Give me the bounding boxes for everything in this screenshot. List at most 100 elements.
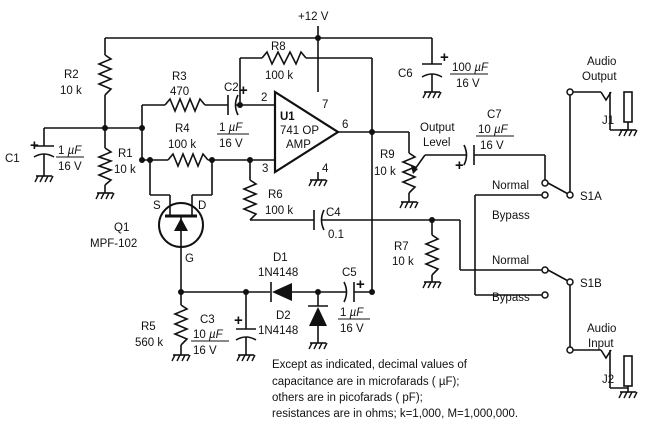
u1-pin4: 4 bbox=[322, 163, 329, 175]
svg-text:100 µF: 100 µF bbox=[452, 62, 489, 74]
wires bbox=[43, 26, 629, 392]
diode-d2-body bbox=[309, 307, 327, 326]
junction-dot bbox=[139, 125, 145, 131]
junctions bbox=[102, 35, 435, 295]
q1-name: Q1 bbox=[114, 222, 129, 234]
c5-value: 1 µF 16 V bbox=[338, 307, 370, 335]
c7-name: C7 bbox=[487, 109, 502, 121]
c3-value: 10 µF 16 V bbox=[191, 329, 229, 357]
r4-value: 100 k bbox=[168, 139, 196, 151]
resistor-r3 bbox=[164, 96, 206, 114]
junction-dot bbox=[102, 125, 108, 131]
ground-symbol bbox=[34, 175, 54, 183]
r4-name: R4 bbox=[175, 123, 190, 135]
note-line-1: Except as indicated, decimal values of bbox=[272, 359, 468, 371]
c3-name: C3 bbox=[200, 314, 215, 326]
u1-name: U1 bbox=[280, 111, 295, 123]
c5-v2: 16 V bbox=[340, 323, 364, 335]
u1-pin3: 3 bbox=[262, 163, 268, 175]
junction-dot bbox=[237, 102, 243, 108]
r5-name: R5 bbox=[141, 321, 156, 333]
ground-symbol bbox=[618, 391, 638, 399]
c6-value: 100 µF 16 V bbox=[450, 62, 489, 90]
r7-name: R7 bbox=[394, 241, 409, 253]
u1-type-line1: 741 OP bbox=[280, 125, 319, 137]
r1-name: R1 bbox=[118, 148, 133, 160]
c7-v2: 16 V bbox=[480, 140, 504, 152]
resistor-r6 bbox=[241, 179, 259, 221]
ground-symbol bbox=[618, 129, 638, 137]
jack-j2 bbox=[566, 346, 633, 388]
q1-model: MPF-102 bbox=[90, 238, 137, 250]
ground-symbol bbox=[308, 179, 328, 187]
j2-sleeve bbox=[623, 355, 633, 387]
diodes bbox=[270, 282, 328, 326]
c5-polarity: + bbox=[356, 276, 365, 293]
s1b-bypass-label: Bypass bbox=[492, 292, 530, 304]
c7-plate-left bbox=[463, 144, 468, 166]
c3-plate-bottom bbox=[235, 336, 257, 341]
c2-plate-right bbox=[234, 94, 239, 116]
polarity-marks: + + + + + + bbox=[30, 49, 464, 329]
ground-symbol bbox=[399, 201, 419, 209]
c7-polarity: + bbox=[455, 157, 464, 174]
c3-v1: 10 bbox=[193, 329, 206, 341]
j2-label1: Audio bbox=[587, 323, 616, 335]
wire bbox=[547, 182, 571, 196]
c6-unit: µF bbox=[474, 62, 489, 74]
r6-name: R6 bbox=[268, 189, 283, 201]
s1a-pole bbox=[566, 191, 574, 199]
junction-dot bbox=[369, 129, 375, 135]
j2-terminal bbox=[566, 346, 574, 354]
c4-name: C4 bbox=[326, 207, 341, 219]
r9-wiper-arrow bbox=[411, 166, 418, 174]
resistor-r5 bbox=[172, 304, 190, 346]
c6-plate-bottom bbox=[421, 73, 443, 78]
c6-v1: 100 bbox=[452, 62, 471, 74]
c6-v2: 16 V bbox=[456, 78, 480, 90]
opamp-u1: U1 741 OP AMP 2 3 4 6 7 bbox=[261, 89, 348, 175]
c4-value: 0.1 bbox=[328, 229, 344, 241]
resistors bbox=[96, 50, 441, 346]
c5-plate-left bbox=[343, 281, 348, 303]
junction-dot bbox=[147, 157, 153, 163]
c7-unit: µF bbox=[494, 124, 509, 136]
r3-name: R3 bbox=[172, 71, 187, 83]
j1-terminal bbox=[566, 88, 574, 96]
r5-value: 560 k bbox=[135, 337, 163, 349]
r8-value: 100 k bbox=[265, 70, 293, 82]
c5-v1: 1 bbox=[340, 307, 346, 319]
note-line-2: capacitance are in microfarads ( µF); bbox=[272, 376, 460, 388]
j2-name: J2 bbox=[602, 374, 614, 386]
ground-symbol bbox=[422, 281, 442, 289]
wire bbox=[547, 269, 571, 283]
r2-value: 10 k bbox=[60, 85, 82, 97]
q1-drain-label: D bbox=[198, 200, 206, 212]
junction-dot bbox=[369, 289, 375, 295]
c6-polarity: + bbox=[440, 49, 449, 66]
c2-unit: µF bbox=[229, 122, 244, 134]
s1a-common-contact bbox=[541, 179, 549, 187]
c5-name: C5 bbox=[342, 267, 357, 279]
q1-gate-label: G bbox=[185, 253, 194, 265]
junction-dot bbox=[178, 289, 184, 295]
c3-polarity: + bbox=[234, 312, 243, 329]
junction-dot bbox=[139, 157, 145, 163]
c2-polarity: + bbox=[239, 82, 248, 99]
junction-dot bbox=[209, 157, 215, 163]
j1-label1: Audio bbox=[587, 56, 616, 68]
svg-text:10 µF: 10 µF bbox=[478, 124, 509, 136]
resistor-r9 bbox=[400, 152, 418, 194]
svg-text:1 µF: 1 µF bbox=[58, 145, 82, 157]
ground-symbol bbox=[236, 354, 256, 362]
junction-dot bbox=[243, 289, 249, 295]
jfet-q1 bbox=[158, 195, 204, 248]
c1-polarity: + bbox=[30, 137, 39, 154]
d1-name: D1 bbox=[273, 252, 288, 264]
s1a-bypass-label: Bypass bbox=[492, 210, 530, 222]
c1-unit: µF bbox=[68, 145, 83, 157]
junction-dot bbox=[315, 289, 321, 295]
c4-plate-right bbox=[320, 209, 325, 231]
switch-contacts bbox=[541, 179, 574, 299]
